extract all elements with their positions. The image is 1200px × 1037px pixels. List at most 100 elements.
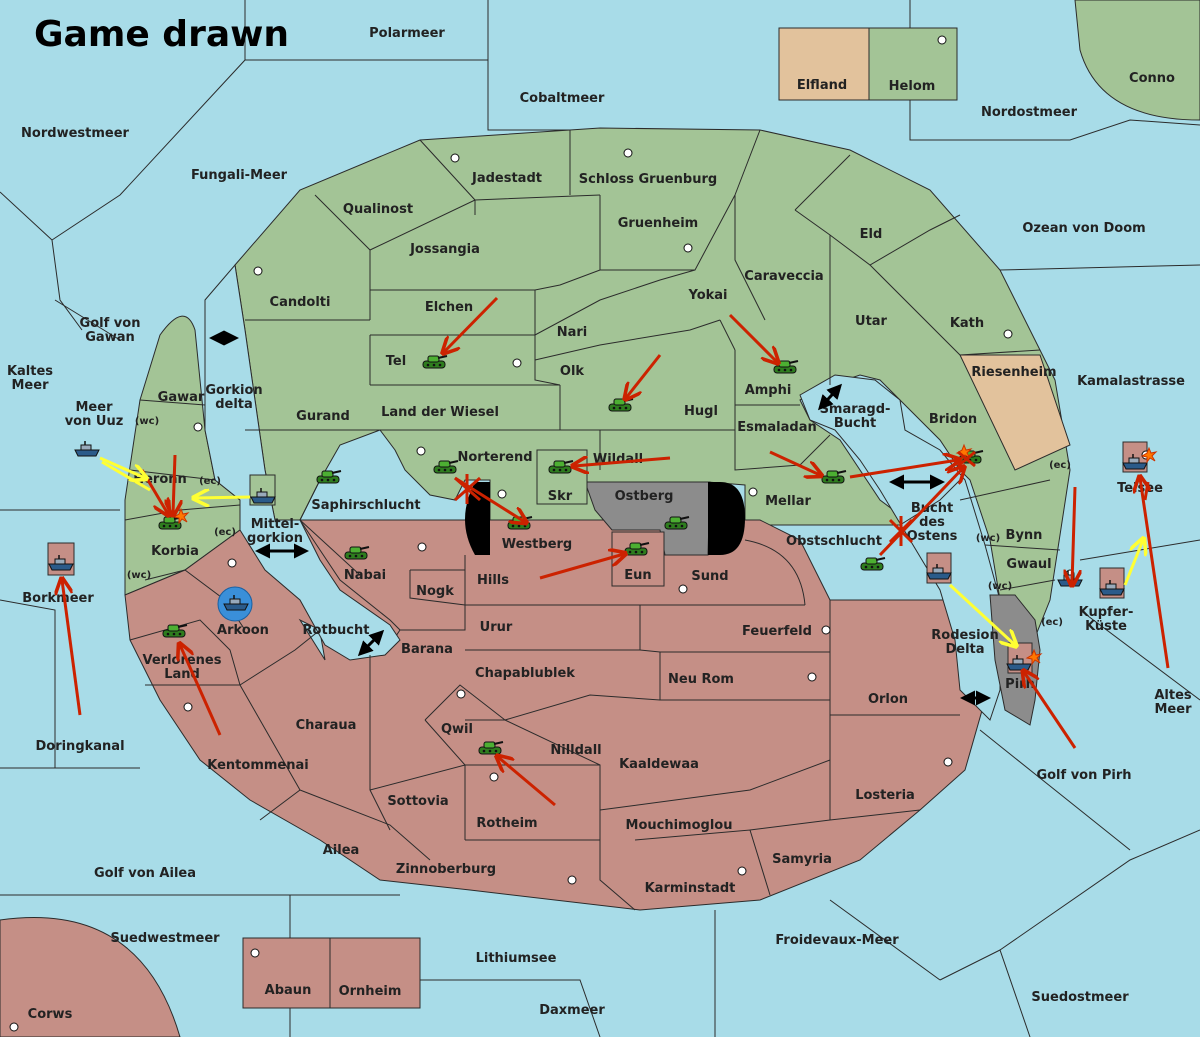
label-smaragd-2: Bucht: [834, 416, 876, 431]
label-utar: Utar: [855, 314, 888, 329]
label-sottovia: Sottovia: [387, 794, 448, 809]
label-saphir: Saphirschlucht: [311, 498, 420, 513]
label-nari: Nari: [557, 325, 588, 340]
label-norterend: Norterend: [457, 450, 532, 465]
label-helom: Helom: [889, 79, 936, 94]
region-riesenheim[interactable]: [959, 354, 1071, 471]
label-chapablublek: Chapablublek: [475, 666, 575, 681]
label-olk: Olk: [560, 364, 585, 379]
label-smaragd-1: Smaragd-: [820, 402, 891, 417]
coast-tag: (wc): [976, 533, 1000, 544]
label-urur: Urur: [480, 620, 513, 635]
region-elfland[interactable]: [778, 27, 870, 101]
label-gawar: Gawar: [158, 390, 205, 405]
label-nabai: Nabai: [344, 568, 386, 583]
label-losteria: Losteria: [855, 788, 915, 803]
label-gwaul: Gwaul: [1006, 557, 1051, 572]
label-pirh-golf: Golf von Pirh: [1036, 768, 1131, 783]
label-jadestadt: Jadestadt: [471, 171, 542, 186]
inner-strait-west: [204, 263, 401, 661]
label-bynn: Bynn: [1006, 528, 1043, 543]
label-westberg: Westberg: [502, 537, 572, 552]
label-kaltes-2: Meer: [12, 378, 50, 393]
label-ornheim: Ornheim: [339, 984, 402, 999]
label-kentommenai: Kentommenai: [207, 758, 308, 773]
label-skr: Skr: [548, 489, 573, 504]
label-kupfer-2: Küste: [1085, 619, 1127, 634]
label-daxmeer: Daxmeer: [539, 1003, 605, 1018]
label-barana: Barana: [401, 642, 453, 657]
move-orders: [62, 296, 1170, 807]
supply-centers: [9, 35, 1151, 1032]
label-elchen: Elchen: [425, 300, 473, 315]
label-fungali: Fungali-Meer: [191, 168, 288, 183]
label-gorkion-2: delta: [215, 397, 253, 412]
label-gurand: Gurand: [296, 409, 350, 424]
label-corws: Corws: [28, 1007, 73, 1022]
label-nilldall: Nilldall: [550, 743, 601, 758]
region-corws[interactable]: [0, 916, 181, 1037]
label-mittelgorkion-2: gorkion: [247, 531, 303, 546]
label-cobaltmeer: Cobaltmeer: [520, 91, 605, 106]
label-nordwestmeer: Nordwestmeer: [21, 126, 129, 141]
label-ailea: Ailea: [323, 843, 360, 858]
label-samyria: Samyria: [772, 852, 832, 867]
label-polarmeer: Polarmeer: [369, 26, 445, 41]
region-ornheim[interactable]: [329, 937, 421, 1009]
label-landwiesel: Land der Wiesel: [381, 405, 499, 420]
label-rotheim: Rotheim: [476, 816, 537, 831]
label-riesenheim: Riesenheim: [971, 365, 1056, 380]
label-kupfer-1: Kupfer-: [1079, 605, 1134, 620]
game-status-title: Game drawn: [34, 14, 289, 55]
label-orlon: Orlon: [868, 692, 908, 707]
label-verlorenes-1: Verlorenes: [142, 653, 221, 668]
label-elfland: Elfland: [797, 78, 847, 93]
label-kaltes-1: Kaltes: [7, 364, 53, 379]
label-amphi: Amphi: [745, 383, 792, 398]
coast-tag: (wc): [127, 570, 151, 581]
label-froidevaux: Froidevaux-Meer: [775, 933, 899, 948]
label-candolti: Candolti: [270, 295, 331, 310]
label-doringkanal: Doringkanal: [35, 739, 124, 754]
label-gorkion-1: Gorkion: [205, 383, 262, 398]
label-tel: Tel: [386, 354, 406, 369]
label-suedostmeer: Suedostmeer: [1031, 990, 1129, 1005]
label-suedwestmeer: Suedwestmeer: [110, 931, 220, 946]
label-eun: Eun: [624, 568, 651, 583]
label-qwil: Qwil: [441, 722, 473, 737]
coast-tag: (ec): [1049, 460, 1071, 471]
label-jossangia: Jossangia: [409, 242, 480, 257]
failed-order-markers: [454, 450, 976, 546]
label-mouchimoglou: Mouchimoglou: [626, 818, 733, 833]
impassable-west: [465, 482, 490, 555]
impassable-east: [708, 482, 745, 555]
label-kath: Kath: [950, 316, 984, 331]
label-lithiumsee: Lithiumsee: [476, 951, 557, 966]
label-qualinost: Qualinost: [343, 202, 413, 217]
label-bucht-3: Ostens: [907, 529, 958, 544]
label-abaun: Abaun: [265, 983, 312, 998]
label-kaaldewaa: Kaaldewaa: [619, 757, 699, 772]
label-esmaladan: Esmaladan: [737, 420, 817, 435]
coast-tag: (wc): [988, 581, 1012, 592]
label-gruenheim: Gruenheim: [618, 216, 698, 231]
label-borkmeer: Borkmeer: [22, 591, 94, 606]
label-uuz-2: von Uuz: [65, 414, 124, 429]
label-obstschlucht: Obstschlucht: [786, 534, 882, 549]
coast-tag: (ec): [199, 476, 221, 487]
label-eld: Eld: [860, 227, 883, 242]
label-ailea-golf: Golf von Ailea: [94, 866, 196, 881]
label-bucht-1: Bucht: [911, 501, 953, 516]
label-zinnoberburg: Zinnoberburg: [396, 862, 496, 877]
label-uuz-1: Meer: [76, 400, 114, 415]
label-caraveccia: Caraveccia: [744, 269, 823, 284]
label-gawan-2: Gawan: [85, 330, 134, 345]
label-kamalastrasse: Kamalastrasse: [1077, 374, 1185, 389]
support-orders: [99, 456, 1143, 645]
label-mellar: Mellar: [765, 494, 811, 509]
label-feuerfeld: Feuerfeld: [742, 624, 812, 639]
label-bridon: Bridon: [929, 412, 977, 427]
convoy-links: [209, 330, 991, 706]
coast-tag: (ec): [1041, 617, 1063, 628]
label-ozean: Ozean von Doom: [1022, 221, 1145, 236]
